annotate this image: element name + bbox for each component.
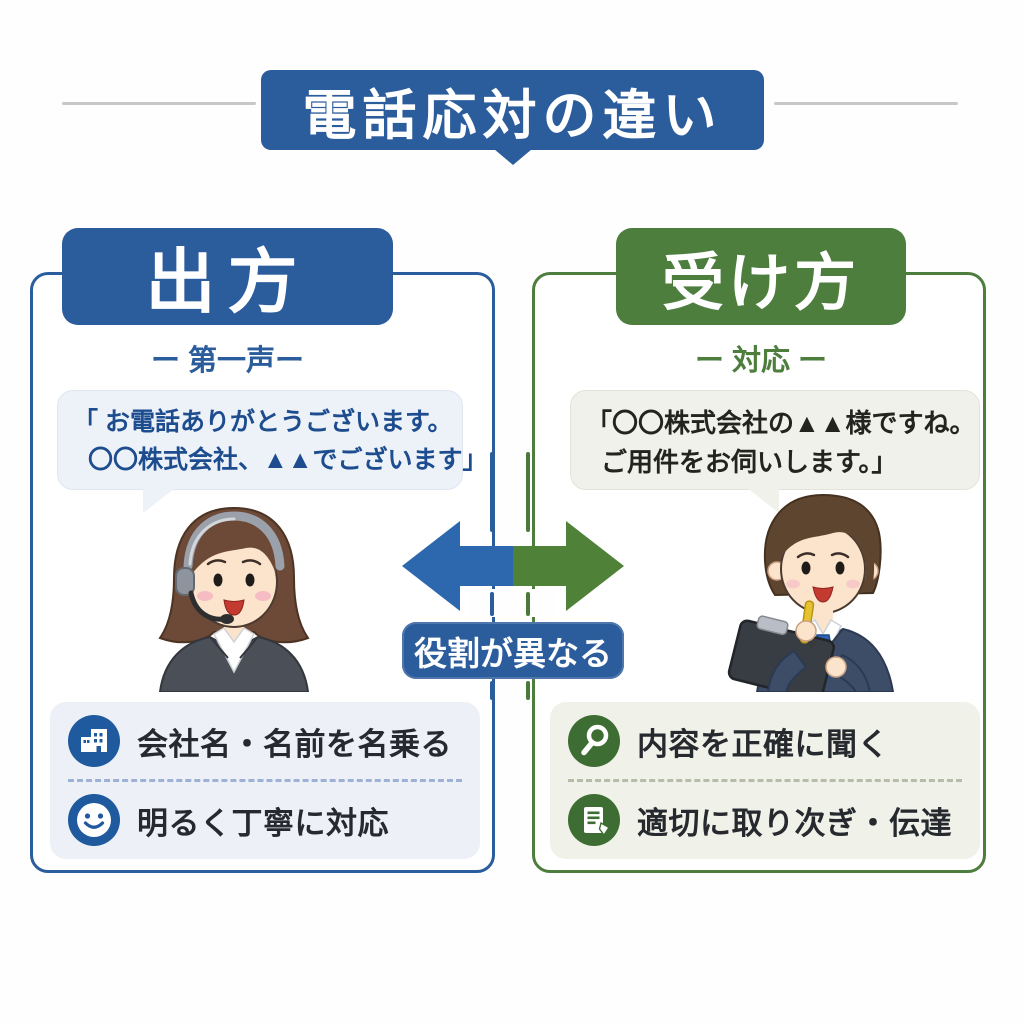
- smiley-icon: [68, 794, 120, 846]
- role-badge-label: 役割が異なる: [414, 634, 612, 672]
- receiver-panel-divider: [568, 779, 962, 782]
- caller-points-panel: 会社名・名前を名乗る 明るく丁寧に対応: [50, 702, 480, 859]
- female-operator-illustration: [133, 492, 335, 692]
- male-receiver-illustration: [710, 483, 936, 692]
- title-banner: 電話応対の違い: [261, 70, 764, 165]
- page-title: 電話応対の違い: [302, 85, 723, 146]
- center-dash-blue-mid: [490, 592, 494, 616]
- receiver-subtitle: ー 対応 ー: [694, 345, 828, 377]
- caller-point-row-2: 明るく丁寧に対応: [68, 790, 462, 850]
- swap-arrow-icon: [402, 517, 624, 615]
- caller-speech-bubble: 「 お電話ありがとうございます。 〇〇株式会社、▲▲でございます」: [57, 390, 488, 513]
- caller-subtitle: ー 第一声ー: [150, 345, 305, 377]
- title-rule-right: [774, 102, 958, 105]
- receiver-point-row-1: 内容を正確に聞く: [568, 711, 962, 771]
- caller-header-tab: 出方: [62, 228, 393, 325]
- center-dash-blue-top: [490, 452, 494, 532]
- receiver-header: 受け方: [661, 248, 860, 318]
- caller-speech-line2: 〇〇株式会社、▲▲でございます」: [88, 445, 488, 474]
- caller-panel-divider: [68, 779, 462, 782]
- document-pen-icon: [568, 794, 620, 846]
- receiver-bubble-tail: [743, 485, 779, 513]
- building-icon: [68, 715, 120, 767]
- receiver-point-row-2: 適切に取り次ぎ・伝達: [568, 790, 962, 850]
- arrow-notch: [468, 589, 554, 617]
- caller-point-text-2: 明るく丁寧に対応: [137, 805, 389, 841]
- title-pointer-triangle: [493, 149, 532, 165]
- center-dash-blue-bottom: [490, 681, 494, 700]
- magnifier-icon: [568, 715, 620, 767]
- receiver-speech-line2: ご用件をお伺いします。」: [601, 447, 898, 477]
- receiver-header-tab: 受け方: [616, 228, 906, 325]
- center-dash-green-mid: [526, 592, 530, 616]
- receiver-point-text-1: 内容を正確に聞く: [637, 726, 889, 762]
- receiver-points-panel: 内容を正確に聞く 適切に取り次ぎ・伝達: [550, 702, 980, 859]
- caller-speech-line1: 「 お電話ありがとうございます。: [73, 408, 453, 436]
- role-badge: 役割が異なる: [402, 622, 624, 679]
- center-dash-green-top: [526, 452, 530, 532]
- receiver-point-text-2: 適切に取り次ぎ・伝達: [637, 805, 952, 841]
- caller-bubble-tail: [143, 485, 179, 513]
- caller-point-row-1: 会社名・名前を名乗る: [68, 711, 462, 771]
- caller-point-text-1: 会社名・名前を名乗る: [137, 726, 452, 762]
- title-rule-left: [62, 102, 256, 105]
- receiver-speech-bubble: 「〇〇株式会社の▲▲様ですね。 ご用件をお伺いします。」: [570, 390, 980, 513]
- center-dash-green-bottom: [526, 681, 530, 700]
- receiver-speech-line1: 「〇〇株式会社の▲▲様ですね。: [586, 408, 976, 438]
- caller-header: 出方: [145, 243, 310, 321]
